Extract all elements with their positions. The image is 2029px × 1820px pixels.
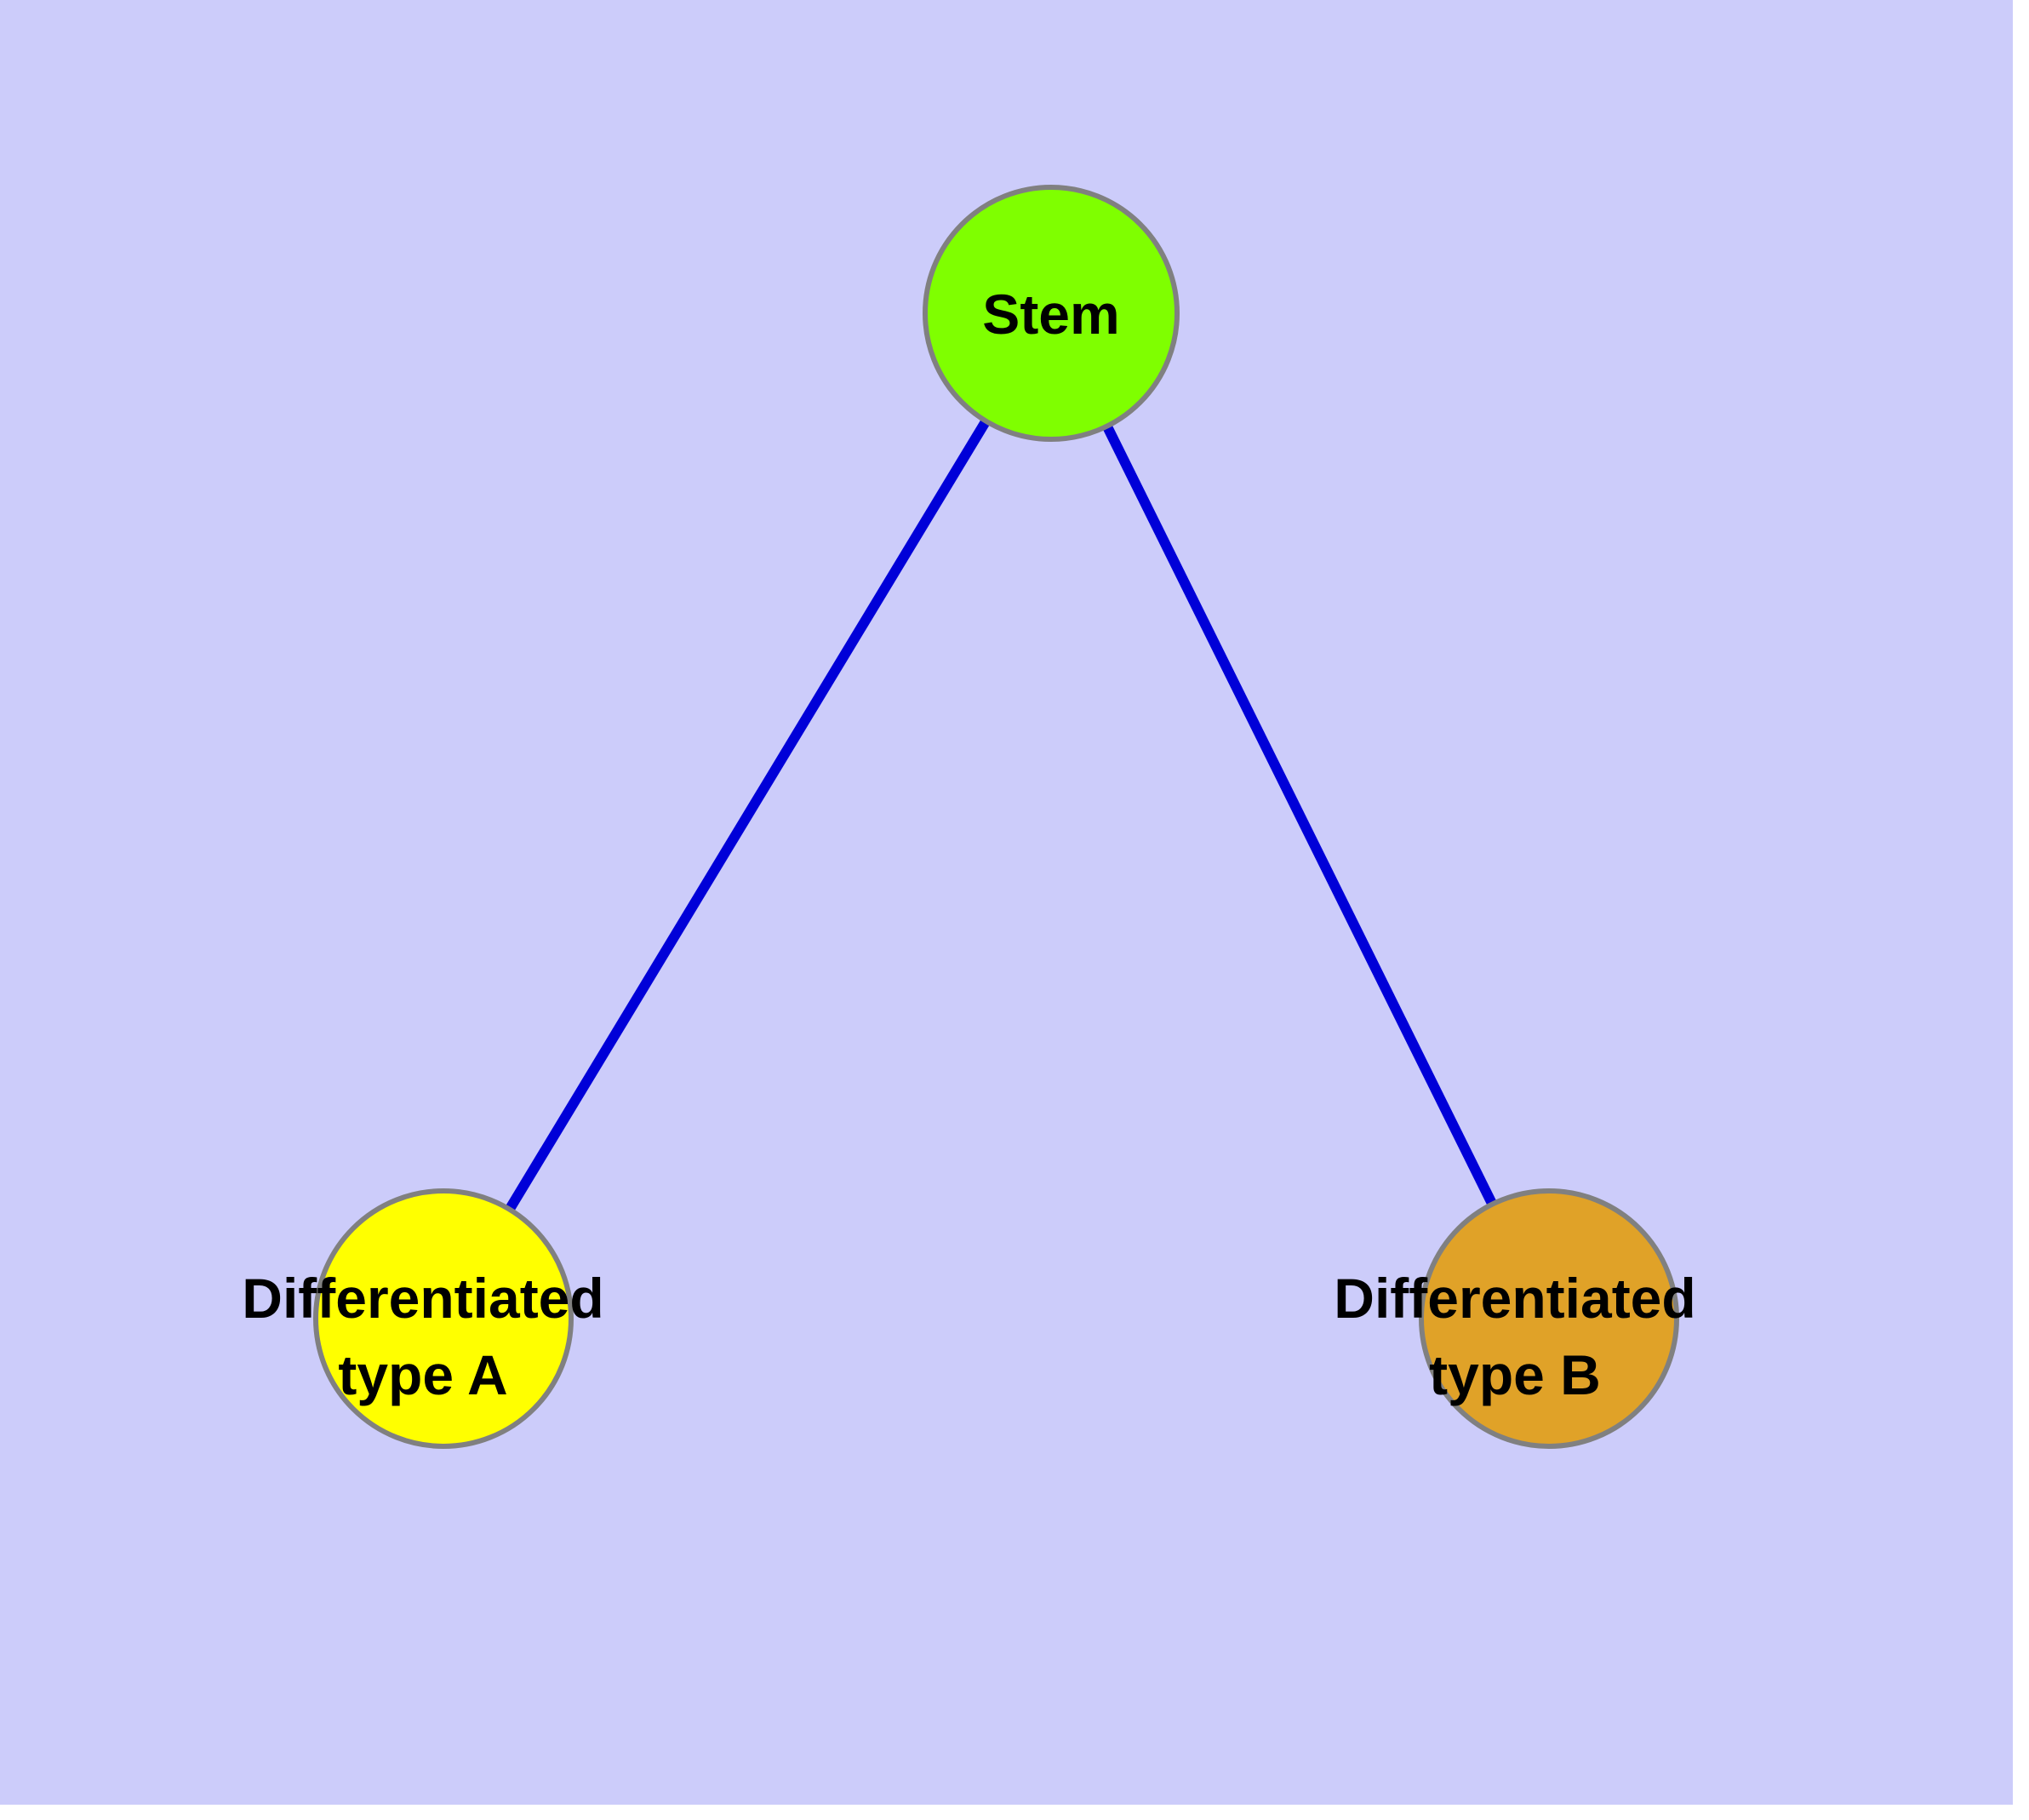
label-layer: Stem Differentiated type A Differentiate…	[242, 283, 1695, 1406]
node-differentiated-type-b[interactable]	[1419, 1188, 1679, 1449]
node-type-b-circle[interactable]	[1419, 1188, 1679, 1449]
node-stem[interactable]	[923, 185, 1180, 442]
node-type-a-label-line-1: Differentiated	[242, 1267, 603, 1330]
node-type-b-label-line-1: Differentiated	[1334, 1267, 1695, 1330]
node-type-a-circle[interactable]	[313, 1188, 574, 1449]
node-stem-label: Stem	[982, 283, 1119, 346]
edge-stem-to-type-a[interactable]	[438, 310, 1056, 1322]
node-type-a-label-line-2: type A	[338, 1343, 507, 1406]
node-layer	[313, 185, 1679, 1449]
edge-stem-to-type-b[interactable]	[1046, 311, 1554, 1321]
node-type-b-label-line-2: type B	[1429, 1343, 1601, 1406]
node-differentiated-type-a[interactable]	[313, 1188, 574, 1449]
node-stem-circle[interactable]	[923, 185, 1180, 442]
edge-layer	[438, 310, 1554, 1322]
